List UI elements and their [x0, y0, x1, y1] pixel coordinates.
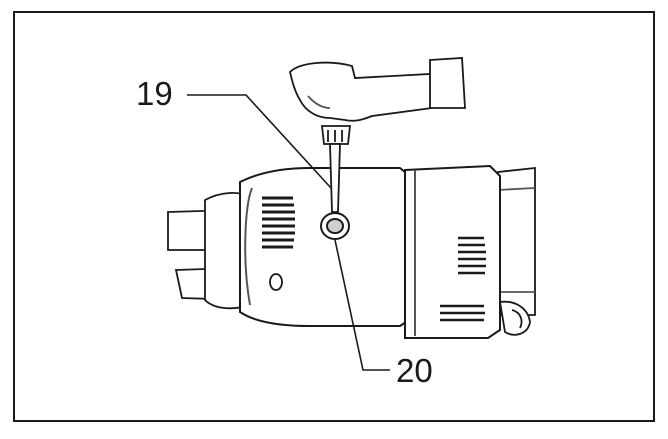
screwdriver-icon [320, 125, 352, 213]
callout-label-19: 19 [136, 75, 173, 112]
leader-lines [187, 94, 390, 371]
housing-hole [269, 273, 283, 291]
brush-cap-icon [320, 212, 350, 240]
callout-label-20: 20 [396, 352, 433, 389]
rear-tube [497, 166, 536, 316]
leader-line-19 [187, 94, 332, 189]
vent-slots-icon [262, 196, 295, 249]
grip-body [404, 164, 501, 339]
leader-line-20 [334, 239, 390, 371]
rear-switch [498, 300, 531, 336]
grip-vents [440, 236, 486, 322]
hand [289, 57, 466, 122]
